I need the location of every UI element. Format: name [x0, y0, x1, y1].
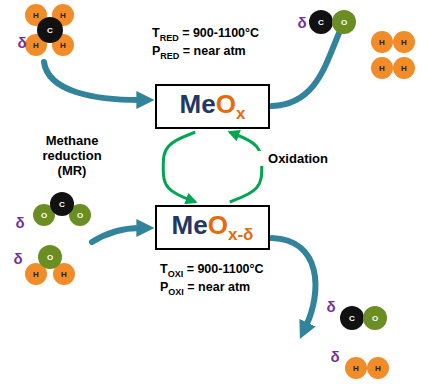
atom-letter: H	[33, 11, 39, 20]
co-h2-out-arrow	[272, 238, 315, 326]
methane-in-arrow	[44, 62, 140, 100]
atom-letter: H	[60, 41, 66, 50]
atom-letter: O	[372, 314, 378, 323]
edge-label: Oxidation	[256, 151, 340, 166]
atom-letter: C	[318, 18, 324, 27]
condition-label: PRED = near atm	[152, 44, 246, 61]
co-o	[363, 306, 387, 330]
condition-label: TOXI = 900-1100°C	[160, 262, 264, 279]
atom-letter: H	[375, 364, 381, 373]
stoichiometry-symbol: δ	[13, 250, 22, 267]
atom-letter: H	[401, 64, 407, 73]
formula-text: MeOx	[180, 89, 246, 124]
atom-letter: H	[61, 270, 67, 279]
h2-h	[393, 57, 415, 79]
atom-letter: H	[353, 364, 359, 373]
co-c	[309, 10, 333, 34]
atom-letter: H	[33, 270, 39, 279]
formula-text: MeOx-δ	[172, 210, 254, 245]
atom-letter: C	[47, 26, 53, 35]
atom-letter: H	[401, 38, 407, 47]
cycle-arrow	[230, 132, 262, 202]
edge-label: Methane reduction (MR)	[28, 133, 116, 178]
co-o	[332, 10, 356, 34]
stoichiometry-symbol: δ	[17, 34, 26, 51]
h2-h	[393, 31, 415, 53]
molecules	[25, 4, 415, 379]
methane-c	[37, 17, 63, 43]
atom-letter: O	[41, 211, 47, 220]
process-box: MeOx-δ	[155, 205, 270, 250]
atom-letter: O	[47, 253, 53, 262]
syngas-out-arrow	[272, 26, 342, 106]
process-box: MeOx	[155, 84, 270, 129]
h2-h	[371, 31, 393, 53]
h2-h	[371, 57, 393, 79]
atom-letter: C	[349, 314, 355, 323]
stoichiometry-symbol: δ	[15, 214, 24, 231]
cycle-arrow	[163, 132, 195, 202]
atom-letter: O	[77, 211, 83, 220]
atom-letter: H	[379, 38, 385, 47]
co2-c	[50, 192, 74, 216]
co-c	[340, 306, 364, 330]
atom-letter: C	[59, 200, 65, 209]
co2-h2o-in-arrow	[92, 228, 140, 242]
stoichiometry-symbol: δ	[326, 298, 335, 315]
atom-letter: H	[379, 64, 385, 73]
stoichiometry-symbol: δ	[330, 348, 339, 365]
condition-label: POXI = near atm	[160, 280, 250, 297]
atom-letter: H	[33, 41, 39, 50]
h2-h	[367, 357, 389, 379]
atom-letter: H	[60, 11, 66, 20]
condition-label: TRED = 900-1100°C	[152, 26, 259, 43]
atom-letter: O	[341, 18, 347, 27]
h2-h	[345, 357, 367, 379]
stoichiometry-symbol: δ	[297, 14, 306, 31]
h2o-o	[38, 245, 62, 269]
